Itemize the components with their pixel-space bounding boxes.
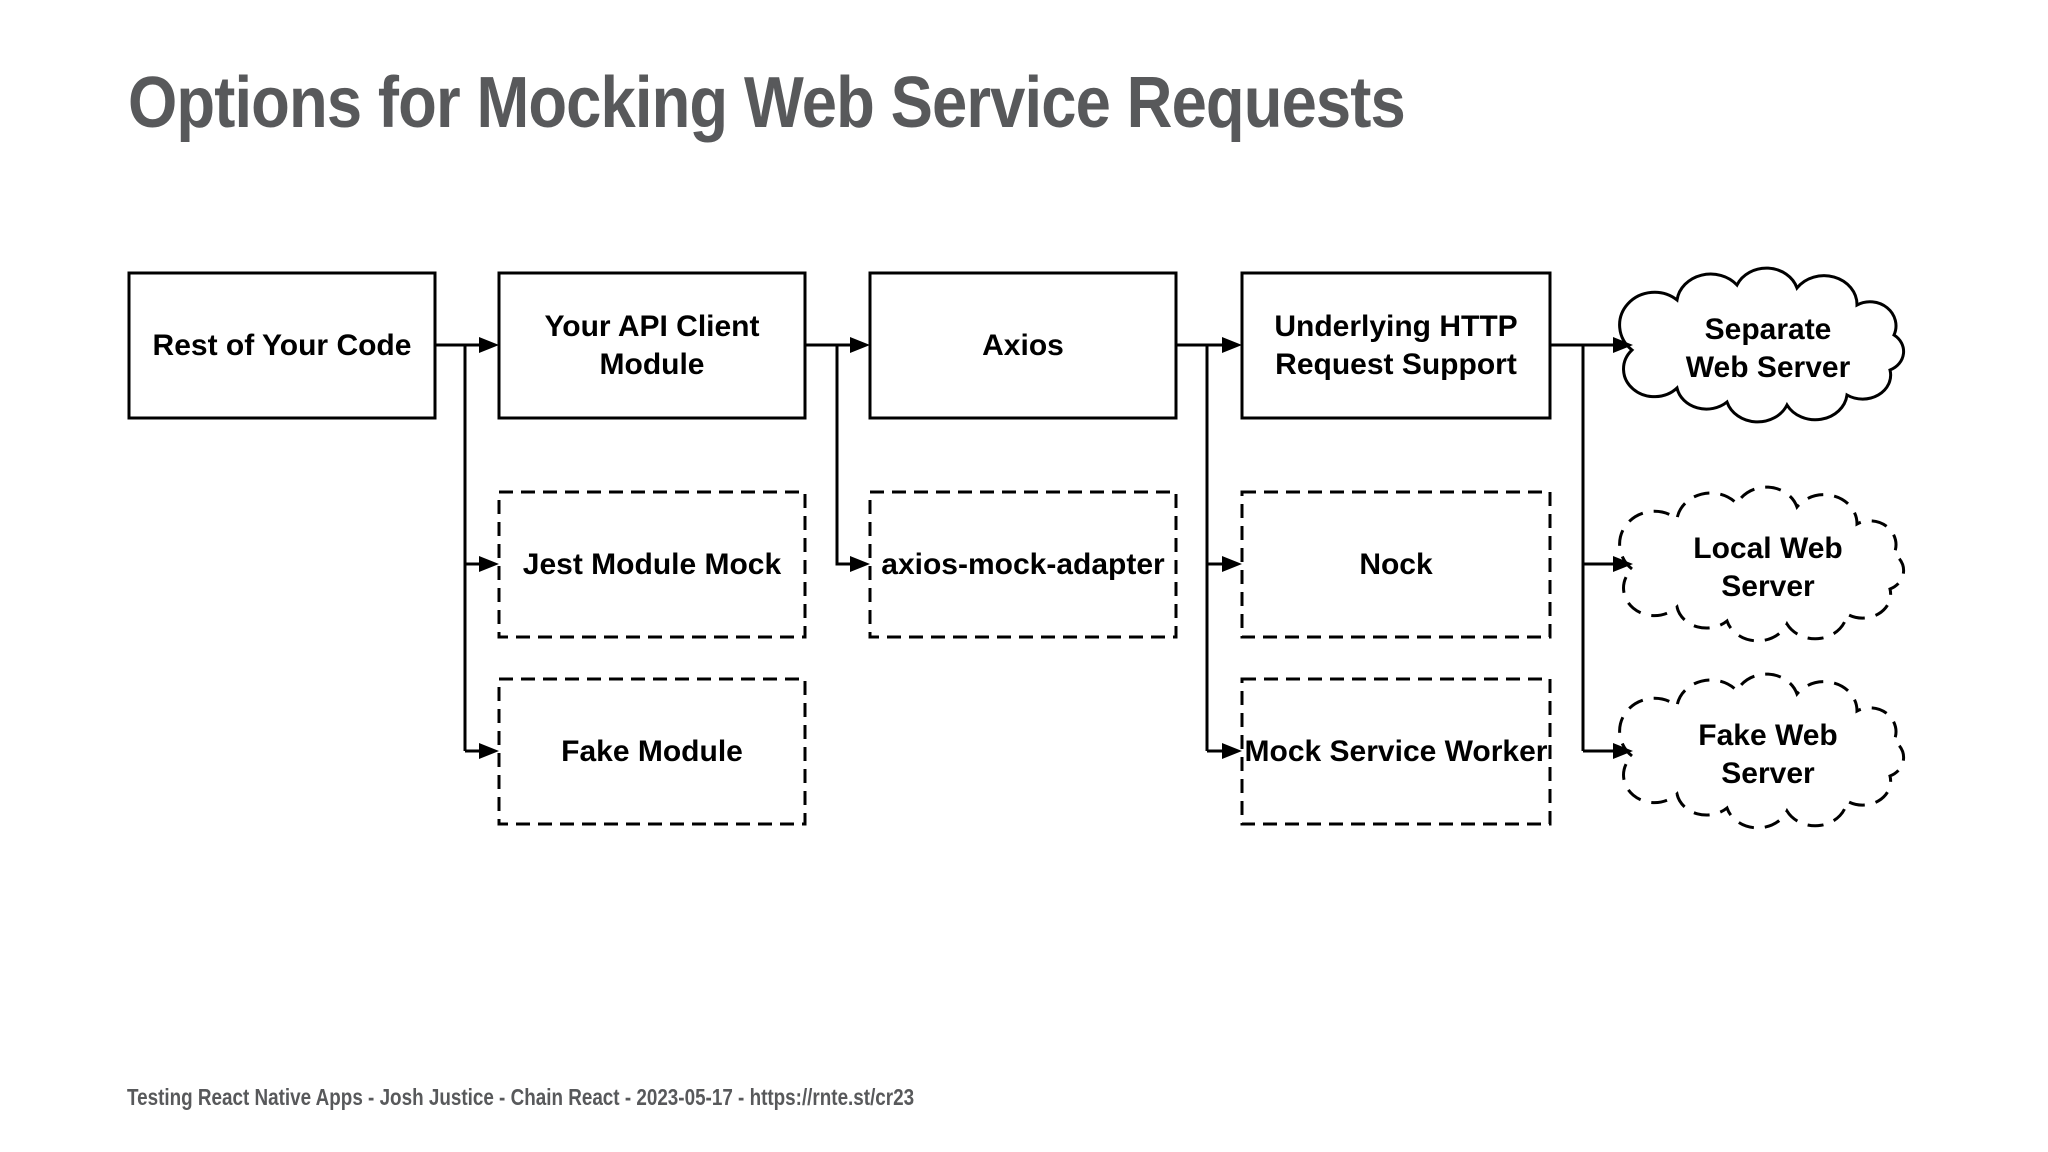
arrowhead-icon: [850, 337, 870, 353]
edge-to-fake-web-server: [1583, 743, 1633, 759]
node-fake-module-label: Fake Module: [561, 734, 743, 768]
node-jest-module-mock-label: Jest Module Mock: [522, 547, 782, 581]
edge-axios-to-http-support: [1176, 337, 1242, 353]
node-axios-mock-adapter-label: axios-mock-adapter: [881, 547, 1165, 581]
node-your-api-client-module-label: Your API Client Module: [544, 310, 760, 381]
arrowhead-icon: [1613, 337, 1633, 353]
arrowhead-icon: [479, 743, 499, 759]
node-fake-module-shape: [497, 677, 807, 826]
edge-to-local-web-server: [1583, 556, 1633, 572]
arrowhead-icon: [850, 556, 870, 572]
edge-to-nock: [1207, 556, 1242, 572]
arrowhead-icon: [479, 556, 499, 572]
arrowhead-icon: [1222, 556, 1242, 572]
node-axios-label: Axios: [982, 328, 1064, 362]
slide-title: Options for Mocking Web Service Requests: [128, 63, 1406, 143]
node-rest-of-your-code-label: Rest of Your Code: [152, 328, 412, 362]
node-nock-label: Nock: [1359, 547, 1433, 581]
edge-rest-to-api-client: [435, 337, 499, 353]
edge-to-fake-module: [465, 743, 499, 759]
edge-to-axios-mock-adapter: [835, 345, 870, 572]
edge-to-jest-module-mock: [465, 556, 499, 572]
edge-to-mock-service-worker: [1207, 743, 1242, 759]
arrowhead-icon: [1222, 337, 1242, 353]
node-axios-shape: [868, 271, 1178, 420]
node-mock-service-worker-shape: [1240, 677, 1552, 826]
node-underlying-http-request-support-shape: [1240, 271, 1552, 420]
node-jest-module-mock-shape: [497, 490, 807, 639]
node-separate-web-server-label: Separate Web Server: [1685, 313, 1851, 384]
node-your-api-client-module-shape: [497, 271, 807, 420]
arrowhead-icon: [1222, 743, 1242, 759]
edge-api-client-to-axios: [805, 337, 870, 353]
edge-http-support-to-separate-web-server: [1550, 337, 1633, 353]
node-rest-of-your-code-shape: [127, 271, 437, 420]
node-mock-service-worker-label: Mock Service Worker: [1244, 734, 1548, 768]
node-local-web-server-label: Local Web Server: [1693, 532, 1843, 603]
node-nock-shape: [1240, 490, 1552, 639]
node-fake-web-server-label: Fake Web Server: [1698, 719, 1838, 790]
arrowhead-icon: [479, 337, 499, 353]
arrowhead-icon: [1613, 743, 1633, 759]
node-underlying-http-request-support-label: Underlying HTTP Request Support: [1274, 310, 1518, 381]
footer-credits: Testing React Native Apps - Josh Justice…: [127, 1084, 915, 1110]
arrowhead-icon: [1613, 556, 1633, 572]
node-axios-mock-adapter-shape: [868, 490, 1178, 639]
